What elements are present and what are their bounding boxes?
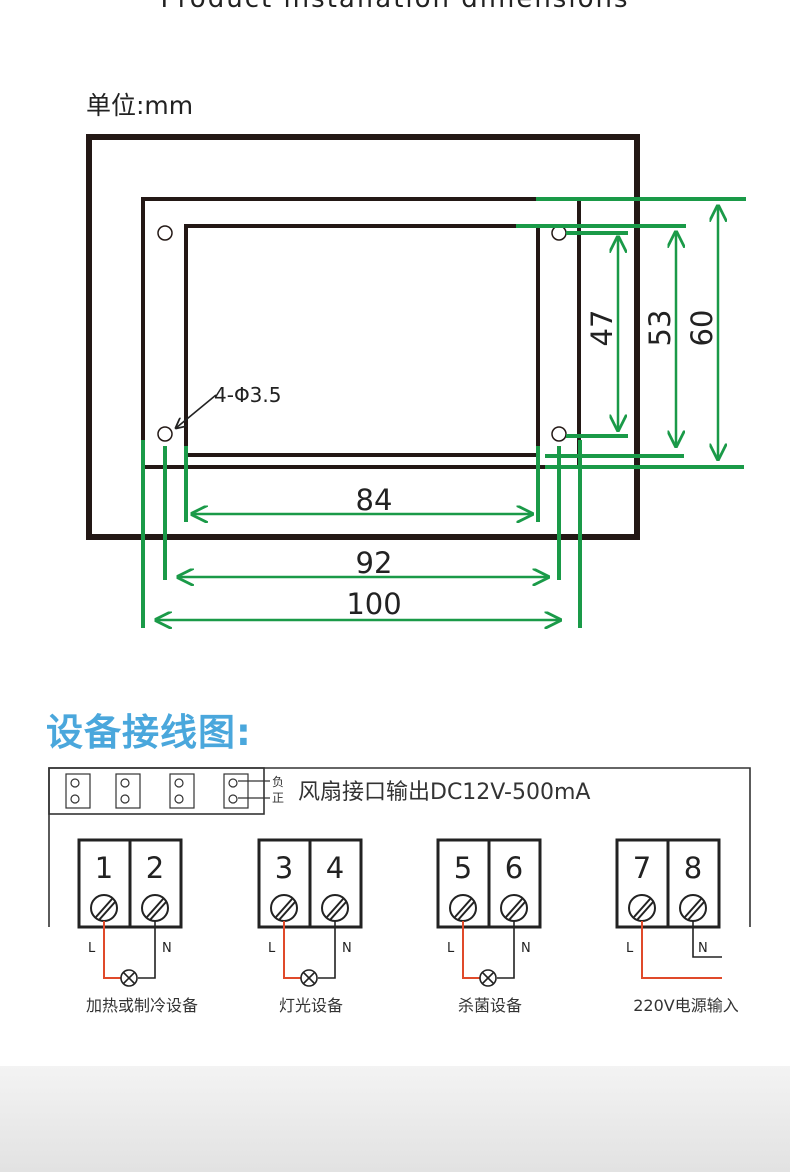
group-label-power-input: 220V电源输入	[633, 996, 739, 1015]
group-label-lighting: 灯光设备	[279, 996, 343, 1015]
mount-hole-top-right	[551, 225, 567, 241]
hole-callout-label: 4-Φ3.5	[214, 383, 282, 407]
neutral-wires	[138, 921, 722, 979]
group-label-heating-cooling: 加热或制冷设备	[86, 996, 198, 1015]
terminal-number: 1	[95, 851, 113, 885]
dimension-lines	[141, 197, 746, 628]
wiring-enclosure	[48, 767, 751, 927]
fan-output-spec: 风扇接口输出DC12V-500mA	[298, 780, 590, 805]
neutral-label: N	[342, 941, 352, 956]
wiring-section-title: 设备接线图:	[46, 711, 252, 754]
terminal-number: 2	[146, 851, 164, 885]
terminal-number: 3	[275, 851, 293, 885]
neutral-label: N	[162, 941, 172, 956]
dim-label-60: 60	[685, 310, 719, 347]
line-label: L	[447, 941, 455, 956]
terminal-number: 4	[326, 851, 344, 885]
fan-negative-label: 负	[272, 775, 284, 789]
terminal-number: 7	[633, 851, 651, 885]
dim-label-92: 92	[356, 546, 393, 580]
dimension-arrows	[156, 206, 718, 620]
line-label: L	[626, 941, 634, 956]
bottom-background	[0, 1066, 790, 1172]
load-symbols	[120, 969, 497, 987]
display-window	[184, 224, 540, 457]
fan-positive-label: 正	[272, 791, 284, 805]
mount-hole-bottom-right	[551, 426, 567, 442]
terminal-blocks	[77, 838, 721, 929]
middle-bezel	[141, 197, 581, 469]
terminal-number: 6	[505, 851, 523, 885]
neutral-label: N	[521, 941, 531, 956]
dim-label-84: 84	[356, 483, 393, 517]
terminal-screws	[90, 894, 707, 922]
wiring-diagram: 负 正 风扇接口输出DC12V-500mA 1 2 3 4 5 6	[48, 767, 751, 1015]
line-label: L	[268, 941, 276, 956]
dim-label-53: 53	[643, 310, 677, 347]
live-wires	[103, 921, 722, 979]
terminal-number: 5	[454, 851, 472, 885]
group-label-sterilization: 杀菌设备	[458, 996, 522, 1015]
fan-connector-strip	[48, 767, 265, 815]
mount-hole-bottom-left	[157, 426, 173, 442]
terminal-number: 8	[684, 851, 702, 885]
page-heading: Product installation dimensions	[0, 0, 790, 14]
dim-label-47: 47	[585, 310, 619, 347]
fan-connector	[65, 773, 270, 809]
dim-label-100: 100	[346, 587, 401, 621]
line-label: L	[88, 941, 96, 956]
neutral-label: N	[698, 941, 708, 956]
unit-label: 单位:mm	[86, 91, 194, 120]
mount-hole-top-left	[157, 225, 173, 241]
outer-panel	[86, 134, 640, 540]
hole-callout-leader	[176, 394, 217, 428]
